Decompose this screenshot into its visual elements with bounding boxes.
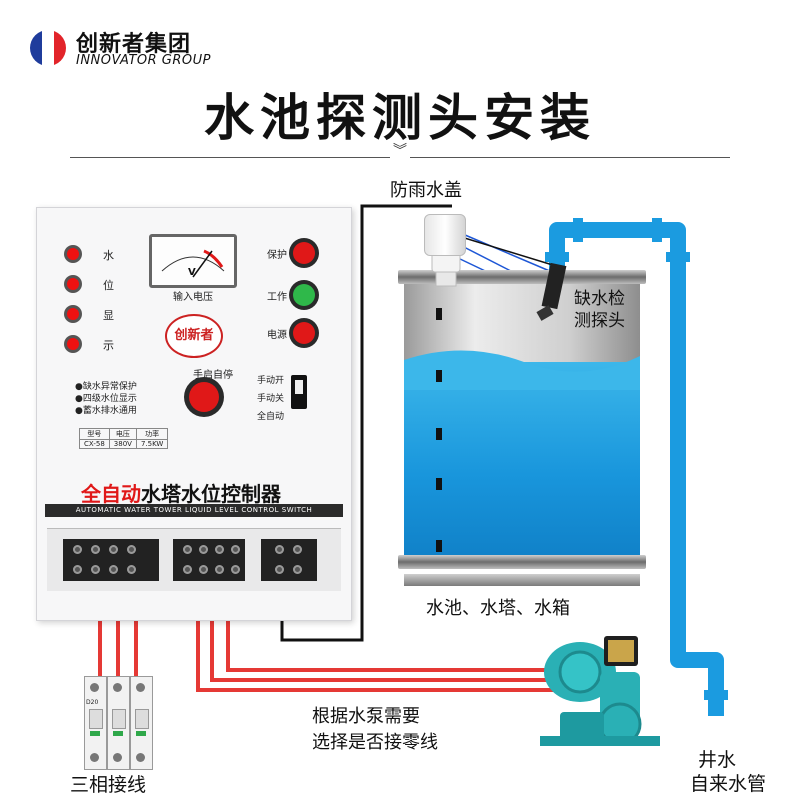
- power-light: [293, 322, 315, 344]
- rain-cover-label: 防雨水盖: [390, 180, 462, 201]
- level-led-4: [67, 338, 79, 350]
- shortage-probe: [536, 262, 567, 321]
- level-led-label: 位: [103, 279, 114, 292]
- well-label: 井水 自来水管: [690, 749, 767, 795]
- pipe-joints: [545, 218, 728, 700]
- tank-top-rim: [398, 270, 646, 284]
- three-phase-label: 三相接线: [70, 774, 147, 796]
- protect-light: [293, 242, 315, 264]
- rain-cover: [424, 214, 466, 256]
- switch-label-off: 手动关: [257, 394, 285, 404]
- level-led-label: 水: [103, 249, 114, 262]
- brand-name-cn: 创新者集团: [76, 32, 192, 57]
- tank-inner-wall: [404, 272, 640, 362]
- level-led-2: [67, 278, 79, 290]
- meter-unit: V: [188, 267, 196, 278]
- controller-logo: 创新者: [165, 314, 223, 358]
- france-flag-icon: [30, 30, 66, 66]
- probe-terminal: [261, 539, 317, 581]
- water-pump: [540, 636, 660, 746]
- status-label-power: 电源: [267, 330, 287, 341]
- level-led-label: 显: [103, 309, 114, 322]
- brand-logo: 创新者集团 INNOVATOR GROUP: [30, 24, 230, 72]
- level-led-label: 示: [103, 339, 114, 352]
- chevron-down-icon: ︾: [390, 144, 410, 168]
- water-wave: [404, 350, 640, 390]
- feature-list: ●缺水异常保护 ●四级水位显示 ●蓄水排水通用: [75, 382, 137, 416]
- spec-table: 型号 电压 功率 CX-58 380V 7.5KW: [79, 428, 169, 449]
- probe-label: 缺水检 测探头: [574, 289, 625, 331]
- circuit-breaker: D20: [84, 676, 153, 770]
- switch-label-auto: 全自动: [257, 412, 285, 422]
- tank-label: 水池、水塔、水箱: [426, 598, 570, 619]
- meter-label: 输入电压: [173, 292, 213, 303]
- voltmeter: V: [149, 234, 237, 288]
- breaker-rating: D20: [86, 699, 99, 706]
- brand-name-en: INNOVATOR GROUP: [76, 53, 212, 68]
- level-led-1: [67, 248, 79, 260]
- button-label: 手启自停: [193, 370, 233, 381]
- level-led-3: [67, 308, 79, 320]
- terminal-panel: [47, 528, 341, 591]
- pump-note: 根据水泵需要 选择是否接零线: [312, 706, 438, 753]
- tank-water: [404, 362, 640, 566]
- tank-bottom-rim: [398, 555, 646, 569]
- switch-label-on: 手动开: [257, 376, 285, 386]
- start-button[interactable]: [189, 382, 219, 412]
- mode-switch[interactable]: [291, 375, 307, 409]
- product-name: 全自动水塔水位控制器: [81, 482, 281, 506]
- product-name-en: AUTOMATIC WATER TOWER LIQUID LEVEL CONTR…: [45, 504, 343, 517]
- page-title: 水池探测头安装: [204, 89, 596, 147]
- level-probes: [431, 250, 461, 552]
- work-light: [293, 284, 315, 306]
- status-label-work: 工作: [267, 292, 287, 303]
- tank-base: [404, 574, 640, 586]
- controller-box: 水 位 显 示 V 输入电压 保护 工作 电源 创新者 手启自停 ●缺水异常保护…: [36, 207, 352, 621]
- status-label-protect: 保护: [267, 250, 287, 261]
